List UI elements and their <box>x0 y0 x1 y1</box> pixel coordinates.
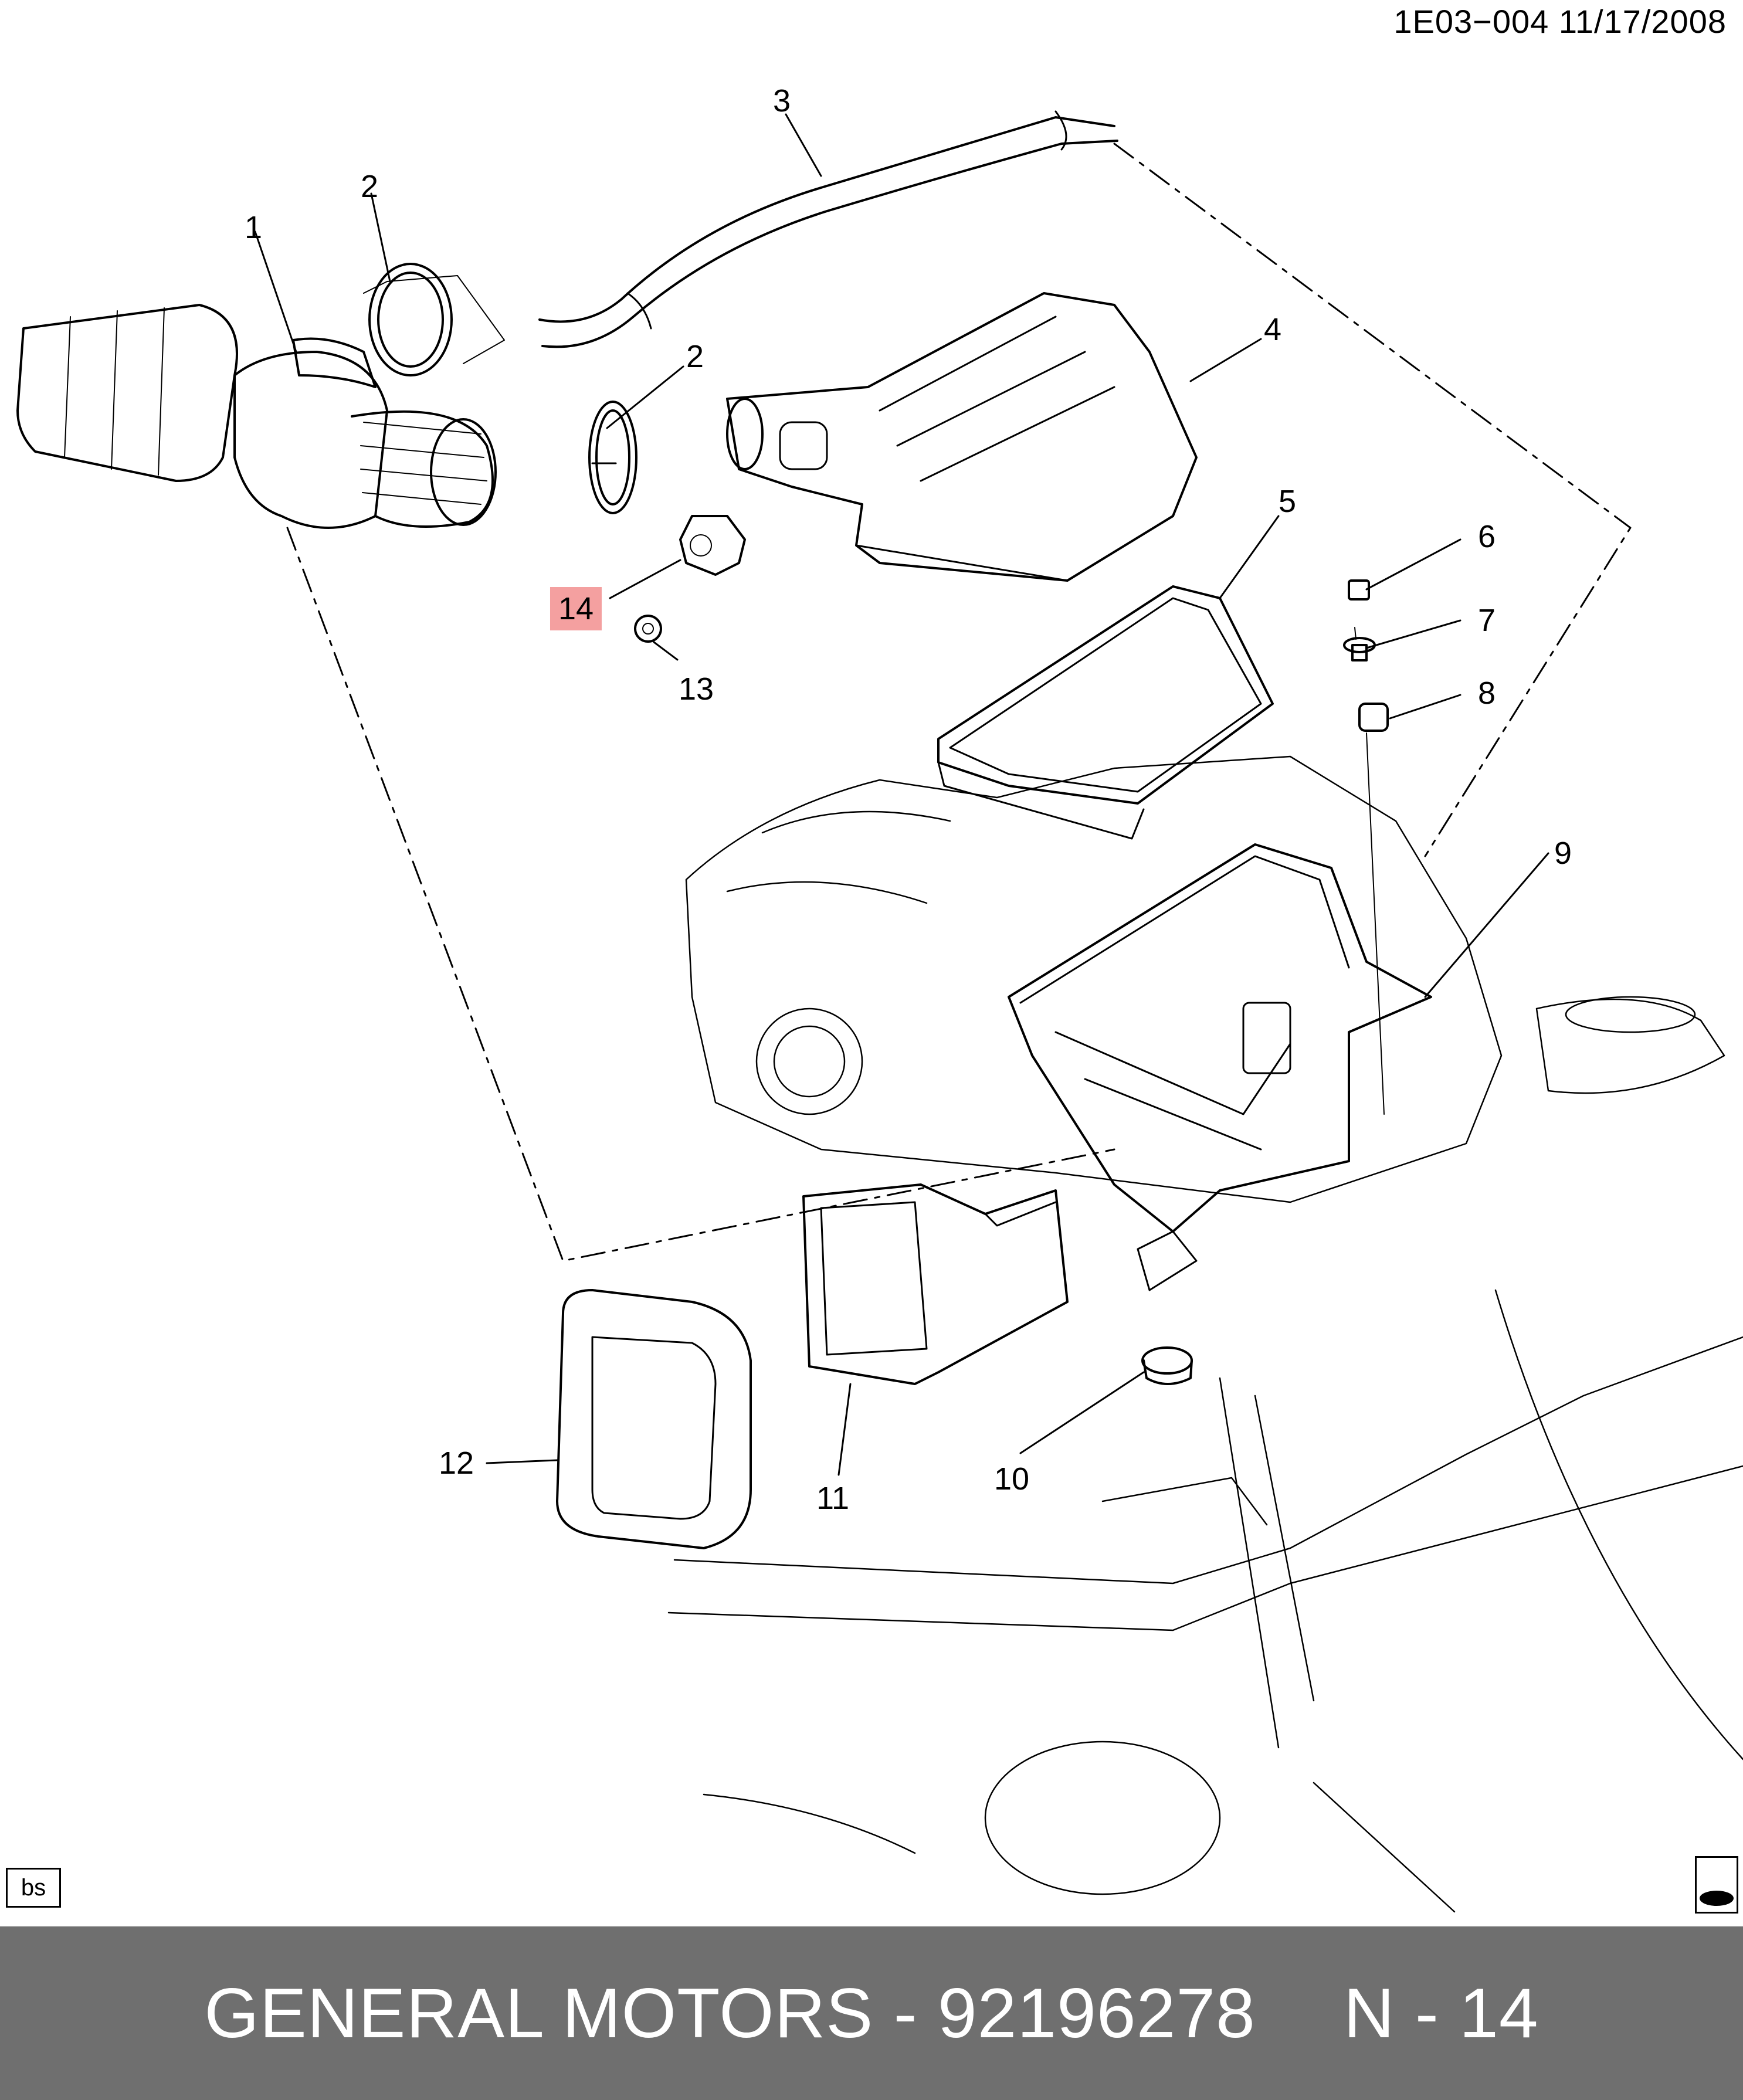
vehicle-body-outline <box>667 1289 1743 1913</box>
callout-11: 11 <box>816 1481 850 1516</box>
inlet-duct-part-11 <box>802 1183 1069 1385</box>
grommet-part-10 <box>1141 1346 1193 1385</box>
callout-3: 3 <box>772 83 791 118</box>
parts-diagram <box>16 110 1743 1913</box>
drawing-code: 1E03−004 11/17/2008 <box>1393 3 1727 40</box>
callout-6: 6 <box>1477 519 1496 554</box>
clamp-part-2b <box>588 401 637 514</box>
callout-9: 9 <box>1554 836 1572 871</box>
callout-12: 12 <box>438 1446 474 1481</box>
intake-duct-part-1 <box>16 304 497 529</box>
vent-hose-part-3 <box>538 110 1118 348</box>
callout-10: 10 <box>993 1461 1030 1497</box>
footer-part-number: GENERAL MOTORS - 92196278 <box>204 1974 1256 2052</box>
callout-2a: 2 <box>360 169 379 204</box>
nut-part-13 <box>634 615 662 643</box>
callout-13: 13 <box>678 671 714 707</box>
callout-8: 8 <box>1477 676 1496 711</box>
footer-page: N - 14 <box>1343 1974 1539 2052</box>
callout-4: 4 <box>1263 312 1282 347</box>
washer-part-7 <box>1343 637 1376 661</box>
callout-7: 7 <box>1477 603 1496 638</box>
air-cleaner-upper-part-4 <box>726 292 1198 582</box>
footer-bar: GENERAL MOTORS - 92196278 N - 14 <box>0 1926 1743 2100</box>
bushing-part-8 <box>1358 703 1389 732</box>
engine-outline <box>685 755 1725 1203</box>
air-filter-part-5 <box>937 585 1274 840</box>
bs-label: bs <box>6 1868 61 1908</box>
air-cleaner-lower-part-9 <box>1008 843 1432 1291</box>
seal-part-12 <box>556 1289 752 1549</box>
callout-2b: 2 <box>686 339 704 374</box>
leader-lines <box>254 113 1549 1476</box>
gm-spo-badge <box>1695 1856 1738 1914</box>
grommet-part-6 <box>1348 579 1370 601</box>
clamp-part-2a <box>363 263 505 376</box>
grommet-axis <box>1354 627 1385 1115</box>
callout-1: 1 <box>244 210 263 245</box>
assembly-outline <box>286 143 1632 1262</box>
callout-5: 5 <box>1278 484 1297 519</box>
sensor-part-14 <box>679 515 746 576</box>
gm-logo-icon <box>1700 1891 1734 1906</box>
callout-14-highlighted: 14 <box>550 587 602 630</box>
